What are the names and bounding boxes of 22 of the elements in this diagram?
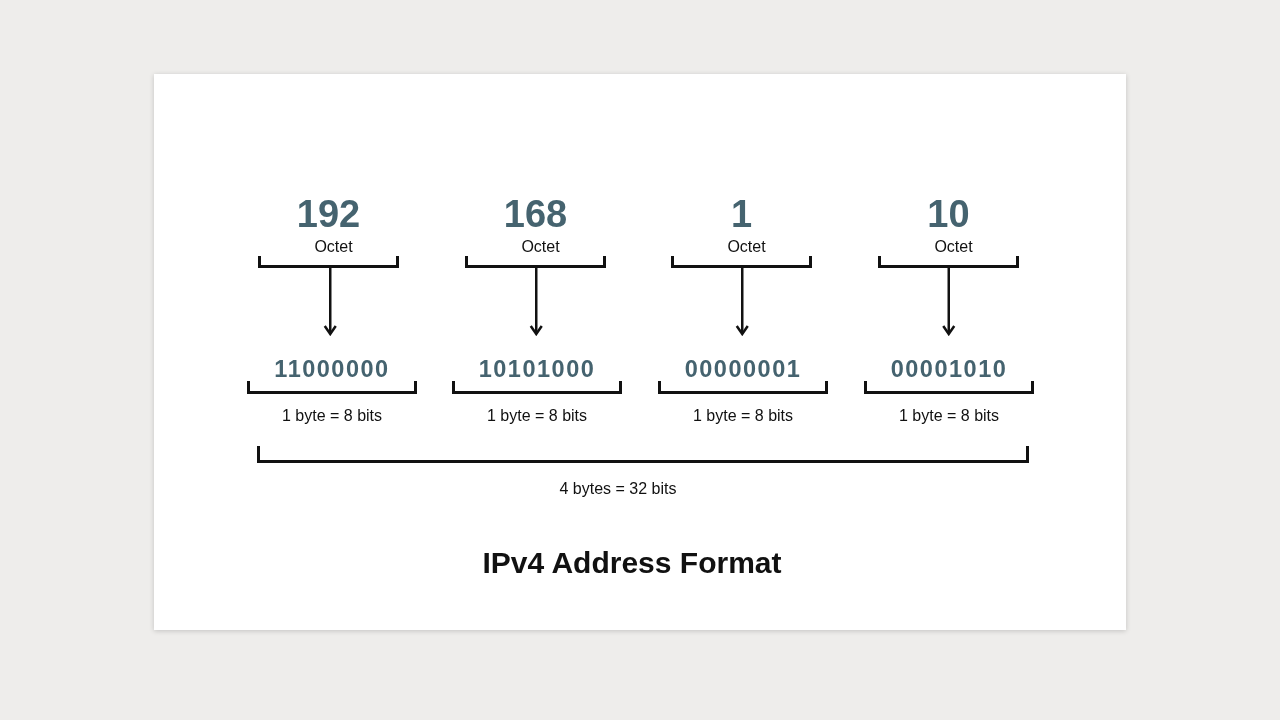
decimal-value: 1: [730, 194, 753, 234]
decimal-value: 168: [503, 194, 568, 234]
binary-value: 10101000: [478, 358, 596, 380]
binary-value: 00000001: [684, 358, 802, 380]
arrow: [323, 268, 337, 336]
octet-label: Octet: [314, 238, 353, 256]
binary-value: 11000000: [274, 358, 390, 380]
diagram-title: IPv4 Address Format: [482, 545, 782, 581]
octet-label: Octet: [934, 238, 973, 256]
byte-size-label: 1 byte = 8 bits: [486, 407, 588, 425]
arrow: [529, 268, 543, 336]
arrow: [735, 268, 749, 336]
octet-label: Octet: [521, 238, 560, 256]
byte-size-label: 1 byte = 8 bits: [692, 407, 794, 425]
byte-size-label: 1 byte = 8 bits: [281, 407, 383, 425]
byte-size-label: 1 byte = 8 bits: [898, 407, 1000, 425]
binary-value: 00001010: [890, 358, 1008, 380]
decimal-value: 192: [296, 194, 361, 234]
total-size-label: 4 bytes = 32 bits: [559, 480, 677, 498]
decimal-value: 10: [927, 194, 970, 234]
octet-label: Octet: [727, 238, 766, 256]
arrow: [942, 268, 956, 336]
